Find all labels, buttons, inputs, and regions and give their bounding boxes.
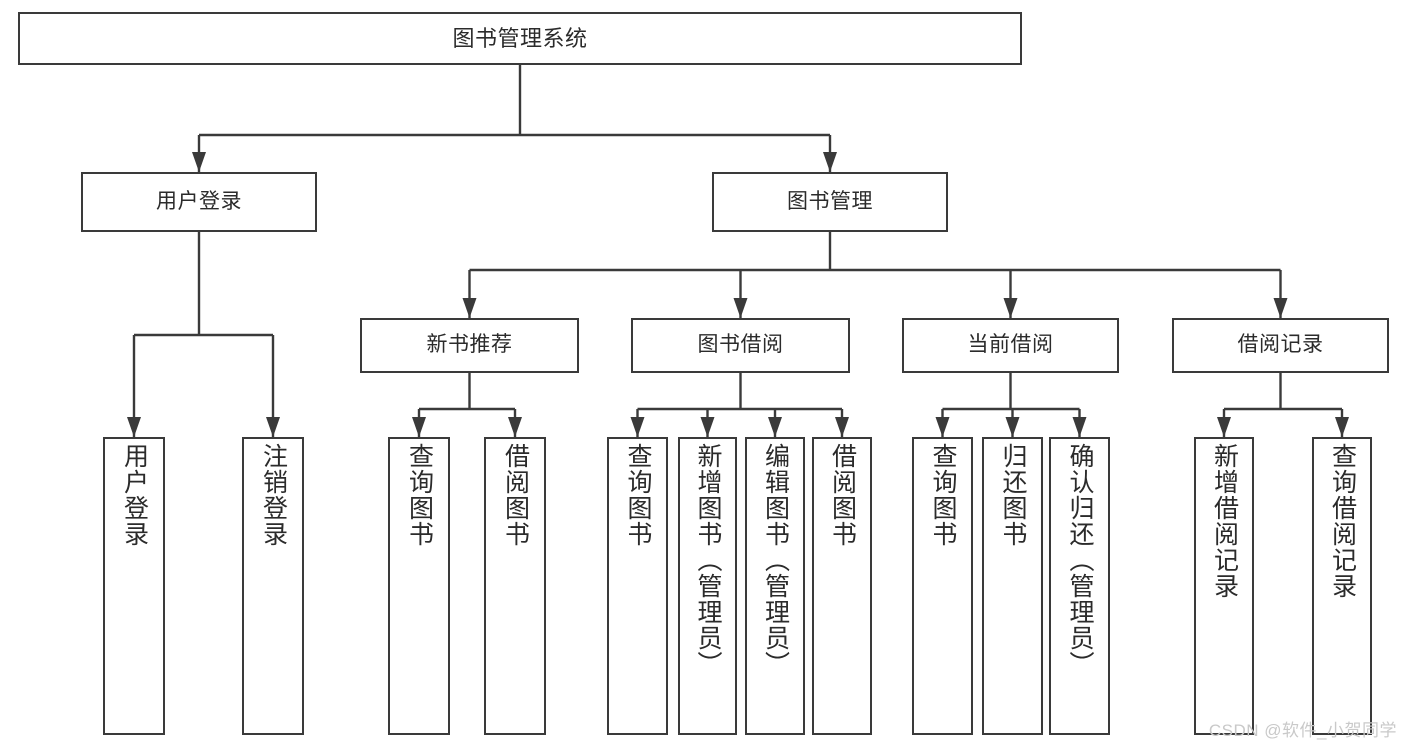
node-label: 注销登录 <box>259 443 288 547</box>
arrow-head-icon <box>1335 417 1349 437</box>
arrow-head-icon <box>700 417 715 437</box>
node-leaf-login-2[interactable]: 注销登录 <box>242 437 304 735</box>
node-records[interactable]: 借阅记录 <box>1172 318 1389 373</box>
node-label: 借阅图书 <box>828 443 857 547</box>
node-label: 归还图书 <box>999 443 1027 547</box>
node-label: 用户登录 <box>156 189 242 213</box>
node-label: 借阅记录 <box>1237 333 1324 357</box>
node-leaf-borrow-1[interactable]: 查询图书 <box>607 437 668 735</box>
arrow-head-icon <box>266 417 280 437</box>
node-root[interactable]: 图书管理系统 <box>18 12 1022 65</box>
arrow-head-icon <box>412 417 426 437</box>
node-leaf-rec-2[interactable]: 查询借阅记录 <box>1312 437 1372 735</box>
node-label: 查询图书 <box>929 443 957 547</box>
node-leaf-borrow-4[interactable]: 借阅图书 <box>812 437 872 735</box>
node-label: 查询图书 <box>624 443 652 547</box>
node-bookmgmt[interactable]: 图书管理 <box>712 172 948 232</box>
node-newbook[interactable]: 新书推荐 <box>360 318 579 373</box>
node-leaf-borrow-2[interactable]: 新增图书（管理员） <box>678 437 737 735</box>
node-borrow[interactable]: 图书借阅 <box>631 318 850 373</box>
node-leaf-new-2[interactable]: 借阅图书 <box>484 437 546 735</box>
arrow-head-icon <box>1072 417 1087 437</box>
node-label: 查询借阅记录 <box>1328 443 1357 599</box>
node-label: 查询图书 <box>405 443 434 547</box>
node-leaf-new-1[interactable]: 查询图书 <box>388 437 450 735</box>
node-leaf-borrow-3[interactable]: 编辑图书（管理员） <box>745 437 805 735</box>
arrow-head-icon <box>508 417 522 437</box>
arrow-head-icon <box>835 417 849 437</box>
node-label: 新增借阅记录 <box>1210 443 1239 599</box>
node-label: 图书借阅 <box>697 333 784 357</box>
node-label: 当前借阅 <box>967 333 1054 357</box>
watermark: CSDN @软件_小贺同学 <box>1208 721 1397 740</box>
node-leaf-cur-1[interactable]: 查询图书 <box>912 437 973 735</box>
node-leaf-cur-2[interactable]: 归还图书 <box>982 437 1043 735</box>
arrow-head-icon <box>630 417 645 437</box>
arrow-head-icon <box>462 298 477 318</box>
node-label: 借阅图书 <box>501 443 530 547</box>
node-leaf-login-1[interactable]: 用户登录 <box>103 437 165 735</box>
node-label: 图书管理 <box>787 189 873 213</box>
arrow-head-icon <box>823 152 837 172</box>
arrow-head-icon <box>192 152 206 172</box>
node-label: 用户登录 <box>120 443 149 547</box>
node-label: 确认归还（管理员） <box>1066 443 1094 677</box>
arrow-head-icon <box>1003 298 1018 318</box>
arrow-head-icon <box>127 417 141 437</box>
node-label: 新书推荐 <box>426 333 513 357</box>
node-label: 编辑图书（管理员） <box>761 443 790 677</box>
arrow-head-icon <box>768 417 782 437</box>
node-label: 图书管理系统 <box>452 25 588 51</box>
arrow-head-icon <box>1217 417 1231 437</box>
node-current[interactable]: 当前借阅 <box>902 318 1119 373</box>
node-leaf-cur-3[interactable]: 确认归还（管理员） <box>1049 437 1110 735</box>
arrow-head-icon <box>935 417 950 437</box>
arrow-head-icon <box>733 298 748 318</box>
arrow-head-icon <box>1273 298 1288 318</box>
node-leaf-rec-1[interactable]: 新增借阅记录 <box>1194 437 1254 735</box>
node-label: 新增图书（管理员） <box>694 443 722 677</box>
arrow-head-icon <box>1005 417 1020 437</box>
node-login[interactable]: 用户登录 <box>81 172 317 232</box>
